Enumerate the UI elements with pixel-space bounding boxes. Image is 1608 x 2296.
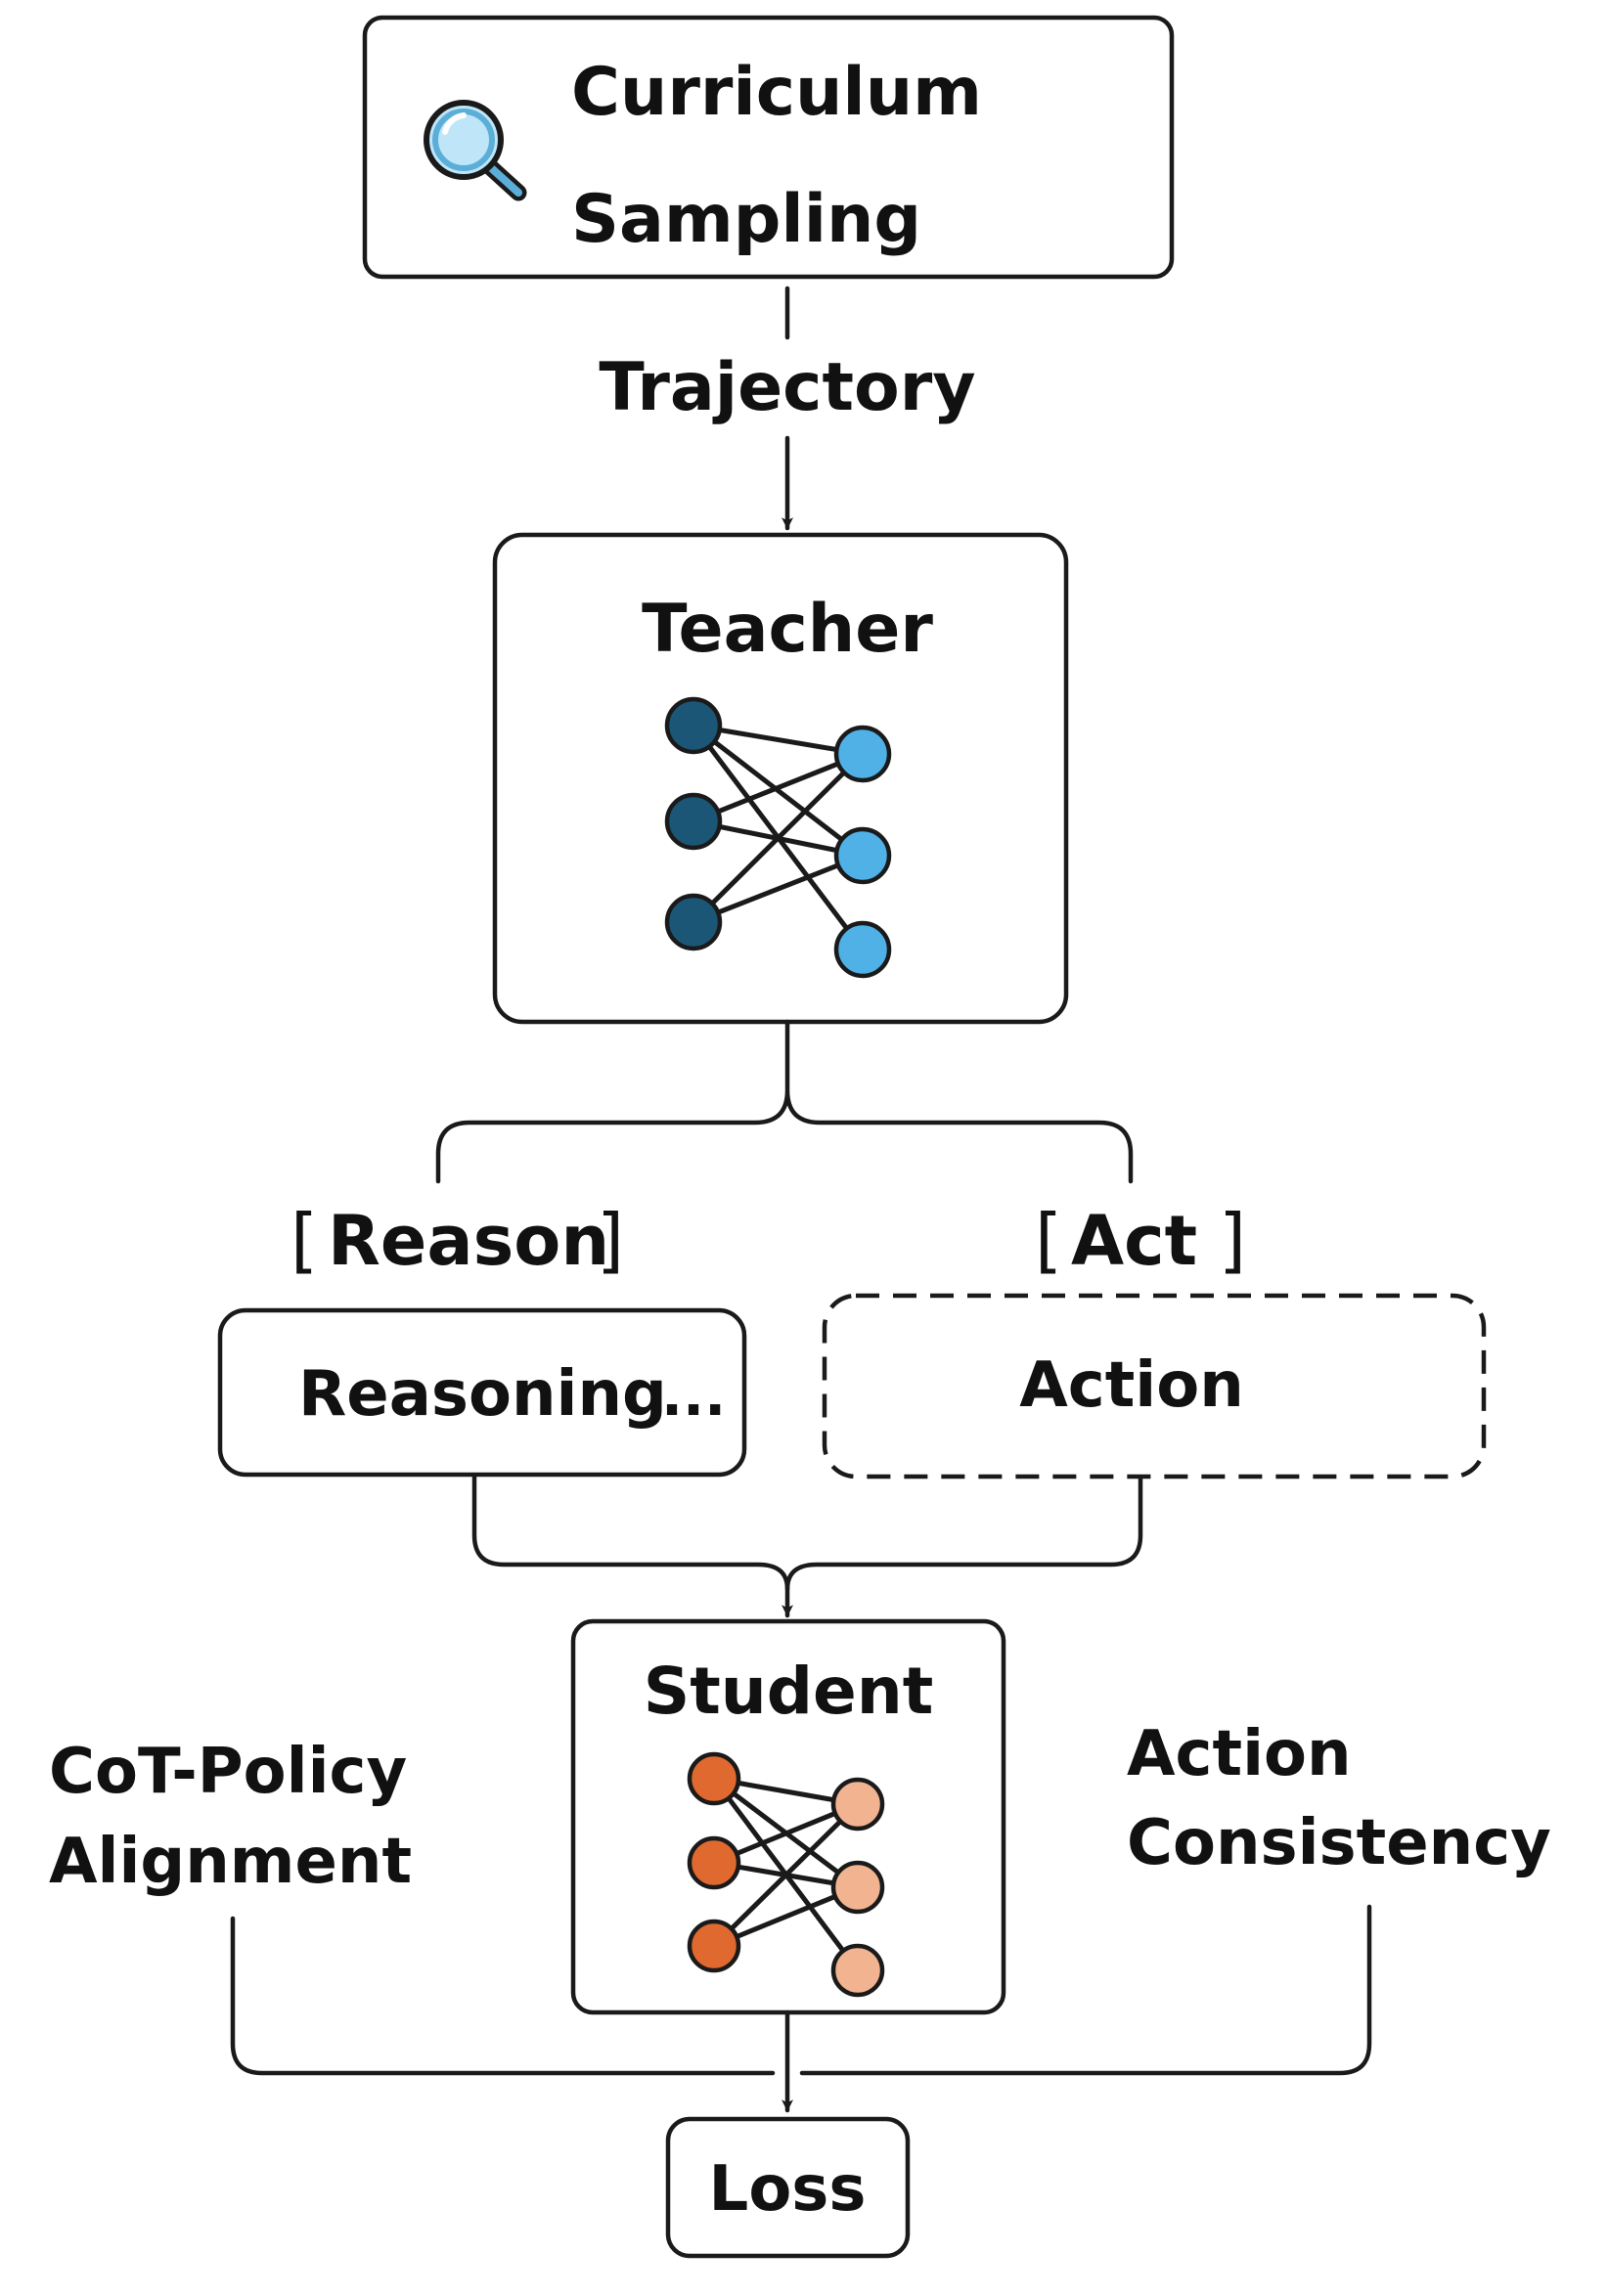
- student-input-node: [687, 1919, 741, 1973]
- loss-label: Loss: [709, 2153, 867, 2226]
- cot-policy-line: CoT-Policy: [49, 1736, 407, 1808]
- teacher-output-node: [833, 725, 892, 783]
- reasoning-label: Reasoning: [298, 1358, 667, 1431]
- reason-tag-close-bracket: ]: [597, 1199, 624, 1281]
- teacher-input-node: [664, 792, 723, 851]
- student-label: Student: [644, 1654, 934, 1729]
- magnifier-icon: [424, 100, 527, 201]
- student-output-node: [830, 1860, 885, 1915]
- sampling-label: Sampling: [571, 181, 921, 258]
- student-input-node: [687, 1751, 741, 1806]
- teacher-box: Teacher: [492, 532, 1069, 1025]
- act-tag-close-bracket: ]: [1219, 1199, 1246, 1281]
- action-box: Action: [822, 1293, 1487, 1479]
- student-output-node: [830, 1943, 885, 1998]
- teacher-label: Teacher: [642, 591, 933, 668]
- alignment-line: Alignment: [49, 1826, 412, 1898]
- teacher-output-node: [833, 920, 892, 979]
- teacher-input-node: [664, 696, 723, 755]
- trajectory-edge: Trajectory: [599, 286, 976, 531]
- action-label: Action: [1019, 1349, 1244, 1422]
- teacher-output-node: [833, 826, 892, 885]
- teacher-input-node: [664, 893, 723, 951]
- student-box: Student: [570, 1618, 1006, 2015]
- loss-box: Loss: [665, 2116, 911, 2259]
- reason-tag-label: Reason: [328, 1201, 609, 1281]
- cot-policy-to-loss-connector: [230, 1916, 776, 2076]
- curriculum-sampling-box: Curriculum Sampling: [362, 15, 1175, 280]
- reason-tag-open-bracket: [: [290, 1199, 318, 1281]
- merge-connector: [471, 1474, 1143, 1592]
- trajectory-label: Trajectory: [599, 349, 975, 426]
- reasoning-box: Reasoning ...: [217, 1307, 747, 1478]
- act-tag: [ Act ]: [1035, 1199, 1246, 1281]
- action-consistency-label: Action Consistency: [1127, 1718, 1551, 1879]
- action-consistency-to-loss-connector: [799, 1904, 1372, 2076]
- student-output-node: [830, 1777, 885, 1832]
- reason-tag: [ Reason ]: [290, 1199, 624, 1281]
- curriculum-label: Curriculum: [571, 54, 982, 131]
- teacher-split-connector: [435, 1019, 1134, 1184]
- consistency-line: Consistency: [1127, 1807, 1551, 1879]
- act-tag-open-bracket: [: [1035, 1199, 1062, 1281]
- action-line: Action: [1127, 1718, 1352, 1790]
- teacher-network-icon: [664, 696, 892, 979]
- cot-policy-alignment-label: CoT-Policy Alignment: [49, 1736, 412, 1898]
- student-network-icon: [687, 1751, 885, 1998]
- reasoning-ellipsis: ...: [661, 1362, 726, 1429]
- act-tag-label: Act: [1071, 1201, 1197, 1281]
- student-input-node: [687, 1835, 741, 1890]
